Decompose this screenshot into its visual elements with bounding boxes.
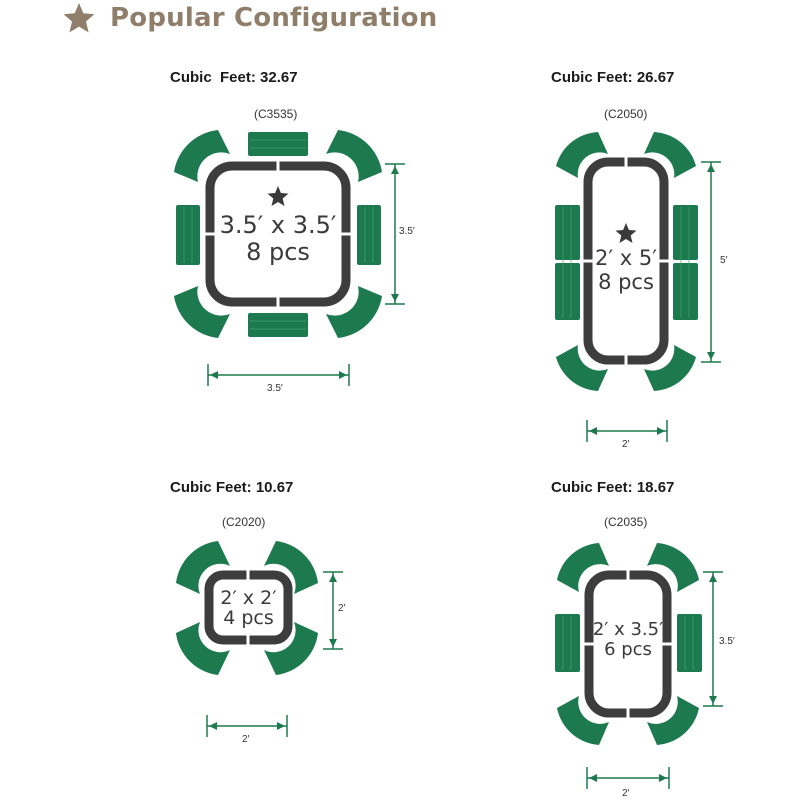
config-code: (C2035) [604,515,648,529]
height-label: 3.5′ [719,636,735,647]
seat [248,132,308,156]
width-label: 2′ [242,734,250,745]
seat-group [174,130,382,338]
piece-count: 8 pcs [246,237,310,266]
seat [248,313,308,337]
table-label: 2′ x 3.5′ 6 pcs [582,619,674,661]
table-size: 2′ x 2′ [220,587,277,609]
seat-group [555,543,702,745]
seat [555,614,580,672]
corner-seat [557,696,609,745]
corner-seat [556,345,608,391]
section-title: Popular Configuration [110,3,438,33]
dimension-width [586,767,670,789]
dimension-width [586,420,668,442]
dimension-height [703,571,723,707]
star-icon [267,186,289,206]
star-icon [63,3,95,33]
table-label: 2′ x 5′ 8 pcs [580,246,672,294]
seat [673,205,698,260]
table-label: 3.5′ x 3.5′ 8 pcs [210,212,346,266]
config-code: (C2050) [604,107,648,121]
table-label: 2′ x 2′ 4 pcs [209,587,288,629]
corner-seat [264,541,318,594]
corner-seat [647,543,699,592]
dimension-width [207,364,350,386]
dimension-height [385,163,405,305]
dimension-height [323,571,343,650]
corner-seat [647,696,699,745]
width-label: 3.5′ [267,383,283,394]
piece-count: 4 pcs [223,606,274,629]
corner-seat [264,622,318,675]
piece-count: 6 pcs [604,639,652,661]
width-label: 2′ [622,439,630,450]
corner-seat [174,130,230,182]
corner-seat [557,543,609,592]
seat [555,263,580,320]
corner-seat [174,286,230,338]
seat [357,205,381,265]
cubic-feet-label: Cubic Feet: 10.67 [170,479,294,496]
seat [673,263,698,320]
corner-seat [176,622,230,675]
height-label: 5′ [720,255,728,266]
cubic-feet-label: Cubic Feet: 26.67 [551,69,675,86]
corner-seat [326,130,382,182]
seat-group [555,132,698,391]
config-code: (C2020) [222,515,266,529]
corner-seat [326,286,382,338]
table-size: 2′ x 5′ [594,246,658,270]
cubic-feet-label: Cubic Feet: 32.67 [170,69,298,86]
piece-count: 8 pcs [598,269,654,294]
height-label: 2′ [338,603,346,614]
dimension-height [701,161,721,363]
dimension-width [206,715,288,737]
corner-seat [644,345,696,391]
seat-group [176,541,318,675]
corner-seat [644,132,696,178]
seat [677,614,702,672]
corner-seat [176,541,230,594]
corner-seat [556,132,608,178]
cubic-feet-label: Cubic Feet: 18.67 [551,479,675,496]
config-code: (C3535) [254,107,298,121]
height-label: 3.5′ [399,226,415,237]
table-size: 3.5′ x 3.5′ [219,211,337,239]
star-icon [615,223,637,243]
width-label: 2′ [622,788,630,799]
table-size: 2′ x 3.5′ [592,619,664,640]
section-header: Popular Configuration [62,0,437,36]
seat [555,205,580,260]
seat [176,205,200,265]
